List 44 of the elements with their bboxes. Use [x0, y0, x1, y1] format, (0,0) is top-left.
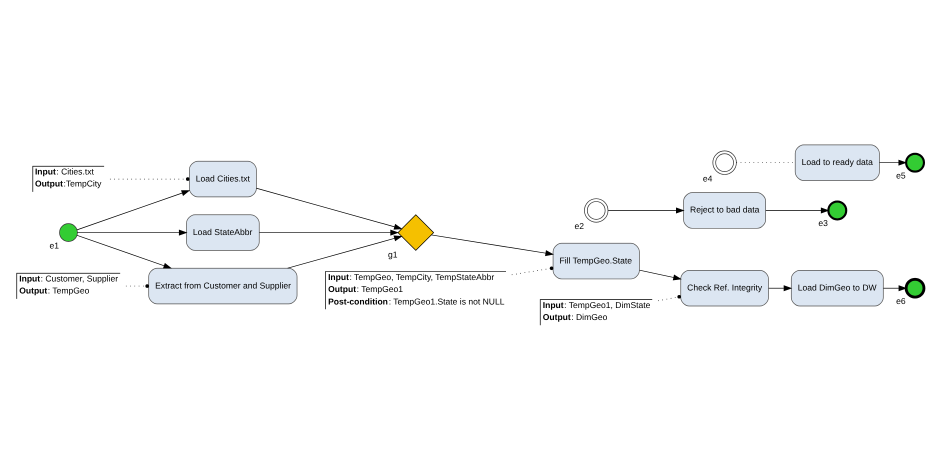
node-circle [904, 277, 926, 298]
node-label: g1 [388, 248, 398, 259]
connector [736, 162, 796, 163]
node-box: Extract from Customer and Supplier [148, 267, 298, 304]
connector [511, 266, 554, 275]
connector [126, 284, 149, 288]
node-text: Input: Cities.txt Output:TempCity [34, 166, 102, 188]
arrow [883, 284, 908, 291]
node-box: Check Ref. Integrity [680, 270, 769, 306]
node-circle [827, 200, 848, 220]
arrow [768, 284, 792, 291]
node-box: Reject to bad data [683, 192, 766, 228]
node-text: Input: TempGeo, TempCity, TempStateAbbr Output: TempGeo1 Post-condition: TempGeo1.State is not NULL [328, 272, 504, 306]
arrow [77, 229, 188, 236]
node-box: Load DimGeo to DW [790, 270, 884, 306]
arrow [431, 234, 554, 256]
node-label: e3 [818, 218, 828, 228]
node-box: Fill TempGeo.State [552, 242, 640, 279]
arrow [608, 206, 685, 213]
node-diamond [397, 214, 434, 250]
arrow [879, 159, 908, 166]
connector [110, 176, 190, 180]
node-text: Input: Customer, Supplier Output: TempGeo [19, 273, 118, 296]
node-circle [584, 198, 608, 222]
node-circle [59, 222, 78, 242]
arrow [287, 235, 403, 268]
node-box: Load to ready data [794, 144, 880, 180]
node-label: e5 [896, 170, 906, 180]
node-circle [712, 150, 737, 174]
node-label: e2 [574, 220, 584, 231]
arrow [76, 234, 172, 268]
arrow [76, 190, 190, 230]
arrow [256, 187, 403, 230]
node-box: Load StateAbbr [186, 214, 260, 250]
node-circle [905, 152, 926, 172]
node-box: Load Cities.txt [189, 160, 257, 197]
node-label: e4 [702, 172, 712, 183]
arrow [259, 229, 399, 236]
node-label: e6 [896, 295, 906, 306]
arrow [765, 206, 830, 213]
connector [658, 294, 681, 301]
node-label: e1 [50, 240, 60, 250]
node-text: Input: TempGeo1, DimState Output: DimGeo [542, 299, 650, 322]
arrow [639, 269, 682, 280]
